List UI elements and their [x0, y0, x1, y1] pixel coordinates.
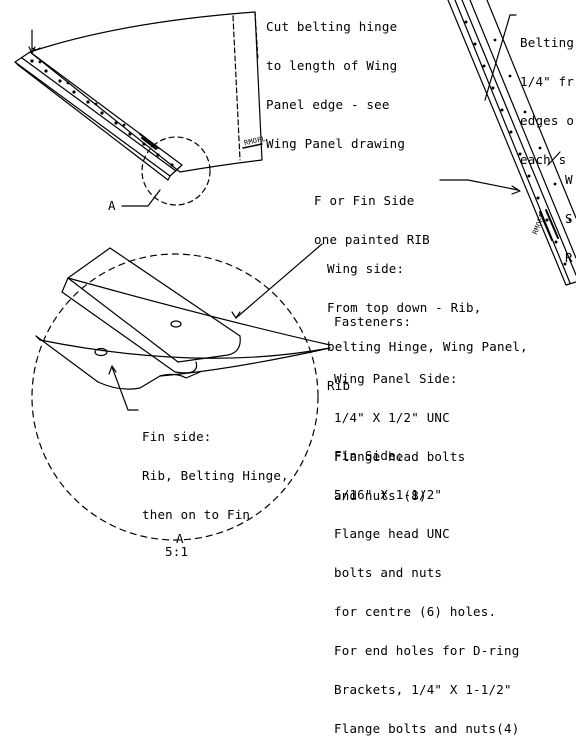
top-note-line-4: Wing Panel drawing	[266, 136, 406, 151]
fasteners-wing-panel: Wing Panel Side: 1/4" X 1/2" UNC Flange …	[334, 346, 465, 515]
wing-side-line-1: Wing side:	[327, 261, 405, 276]
fasteners-wing-line-2: 1/4" X 1/2" UNC	[334, 410, 450, 425]
top-note: Cut belting hinge to length of Wing Pane…	[266, 0, 405, 163]
detail-a-circle	[141, 136, 211, 206]
fin-side-detail-note: Fin side: Rib, Belting Hinge, then on to…	[142, 404, 289, 534]
detail-bottom-rib	[35, 335, 201, 390]
leader-belting	[484, 14, 511, 101]
fasteners-fin-line-6: For end holes for D-ring	[334, 643, 520, 658]
top-note-line-2: to length of Wing	[266, 58, 398, 73]
wing-side-note: Wing side: From top down - Rib, belting …	[327, 236, 528, 405]
right-top-note-line-2: 1/4" fr	[520, 74, 575, 89]
fin-side-rib-line-1: F or Fin Side	[314, 193, 415, 208]
right-mid-note-line-2: S	[565, 211, 573, 226]
fin-side-rib-line-2: one painted RIB	[314, 232, 430, 247]
leader-fin-rib-arrow	[511, 185, 521, 195]
right-top-note: Belting 1/4" fr edges o each s	[520, 10, 574, 179]
leader-fin-side-arrow	[108, 365, 117, 375]
fasteners-fin-line-3: Flange head UNC	[334, 526, 450, 541]
right-mid-note-line-3: R	[565, 250, 573, 265]
detail-a-leader	[121, 189, 161, 207]
leader-fin-rib	[439, 179, 519, 191]
right-top-note-line-3: edges o	[520, 113, 575, 128]
fasteners-fin-line-1: Fin Side:	[334, 448, 404, 463]
detail-hole-top	[170, 320, 182, 328]
detail-belting-hinge	[61, 277, 198, 374]
hinge-holes	[30, 59, 174, 167]
wing-side-line-3: belting Hinge, Wing Panel,	[327, 339, 528, 354]
wing-panel	[29, 11, 263, 173]
fasteners-wing-line-1: Wing Panel Side:	[334, 371, 458, 386]
fasteners-fin-line-8: Flange bolts and nuts(4)	[334, 721, 520, 736]
fasteners-fin-line-7: Brackets, 1/4" X 1-1/2"	[334, 682, 512, 697]
belting-hinge-strip	[14, 47, 183, 181]
fasteners-fin-line-2: 5/16" X 1-1/2"	[334, 487, 443, 502]
right-top-note-line-1: Belting	[520, 35, 575, 50]
fin-side-detail-line-2: Rib, Belting Hinge,	[142, 468, 289, 483]
panel-stamp	[242, 143, 263, 149]
fasteners-heading: Fasteners:	[334, 314, 412, 329]
stamp-mark	[139, 133, 159, 150]
leader-wing-side	[235, 243, 323, 319]
wing-side-line-2: From top down - Rib,	[327, 300, 482, 315]
fasteners-fin-line-4: bolts and nuts	[334, 565, 443, 580]
leader-top-arrow	[28, 46, 36, 54]
detail-callout-letter: A	[108, 198, 116, 213]
leader-w	[547, 151, 561, 166]
fasteners-fin: Fin Side: 5/16" X 1-1/2" Flange head UNC…	[334, 423, 519, 748]
top-note-line-1: Cut belting hinge	[266, 19, 398, 34]
fasteners-fin-line-5: for centre (6) holes.	[334, 604, 497, 619]
leader-fin-side	[111, 366, 139, 411]
right-mid-note-line-1: W	[565, 172, 573, 187]
detail-top-rib	[67, 247, 241, 363]
detail-a-enlarged-circle	[31, 253, 319, 541]
fin-side-detail-line-1: Fin side:	[142, 429, 212, 444]
top-note-line-3: Panel edge - see	[266, 97, 390, 112]
fasteners-wing-line-3: Flange head bolts	[334, 449, 466, 464]
leader-wing-side-arrow	[231, 311, 241, 319]
fin-side-detail-line-3: then on to Fin	[142, 507, 251, 522]
technical-drawing	[14, 0, 576, 541]
rib-holes	[464, 20, 572, 266]
fasteners-wing-line-4: and nuts (8)	[334, 488, 427, 503]
detail-hole-bottom	[94, 347, 108, 357]
detail-label-letter: A	[176, 531, 184, 546]
rib-stamp	[539, 209, 559, 241]
wing-side-line-4: Rib	[327, 378, 351, 393]
detail-label-scale: 5:1	[165, 544, 189, 559]
fin-side-rib-note: F or Fin Side one painted RIB	[314, 168, 430, 259]
right-mid-note: W S R	[565, 147, 576, 277]
right-top-note-line-4: each s	[520, 152, 567, 167]
